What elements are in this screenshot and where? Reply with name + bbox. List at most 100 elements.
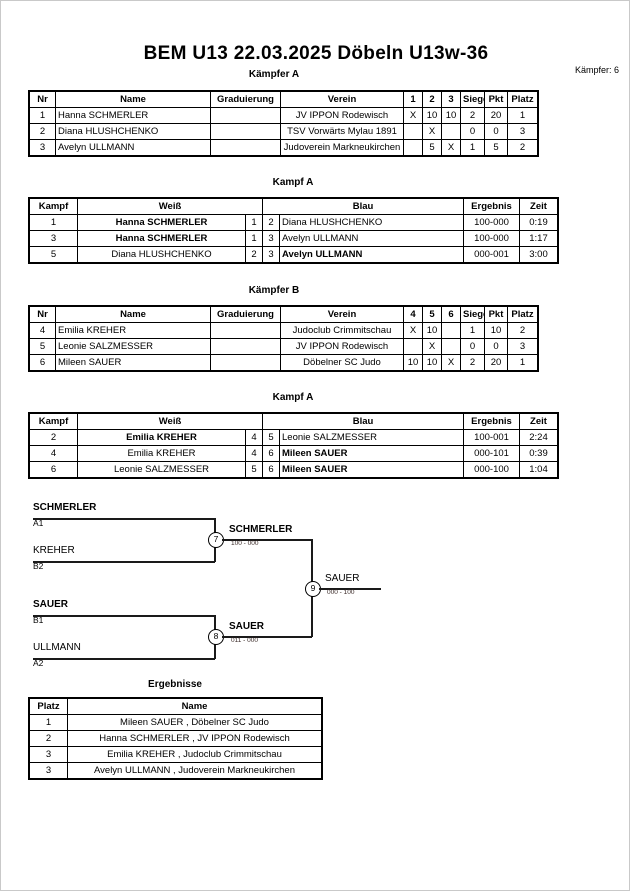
- cell-blau-nr: 6: [262, 445, 280, 462]
- col-m5: 5: [422, 306, 442, 323]
- pool-a-caption: Kämpfer A: [248, 69, 300, 80]
- col-grad: Graduierung: [210, 91, 281, 108]
- pool-b-table: Nr Name Graduierung Verein 4 5 6 Siege P…: [28, 305, 539, 372]
- col-club: Verein: [280, 91, 404, 108]
- matches-b-table: Kampf Weiß Blau Ergebnis Zeit 2 Emilia K…: [28, 412, 559, 479]
- bracket-entry-name: SCHMERLER: [33, 502, 97, 513]
- cell-siege: 1: [460, 322, 485, 339]
- cell-m1: X: [403, 107, 423, 124]
- cell-name: Mileen SAUER: [55, 354, 211, 371]
- table-row: 4 Emilia KREHER 4 6 Mileen SAUER 000-101…: [29, 445, 558, 462]
- cell-club: Judoclub Crimmitschau: [280, 322, 404, 339]
- col-m2: 2: [422, 91, 442, 108]
- table-row: 3 Hanna SCHMERLER 1 3 Avelyn ULLMANN 100…: [29, 230, 558, 247]
- col-name: Name: [67, 698, 322, 715]
- cell-ergebnis: 000-001: [463, 246, 520, 263]
- bracket-entry-name: ULLMANN: [33, 642, 81, 653]
- cell-m1: [403, 139, 423, 156]
- cell-weiss-nr: 2: [245, 246, 263, 263]
- cell-zeit: 3:00: [519, 246, 558, 263]
- col-platz: Platz: [29, 698, 68, 715]
- cell-platz: 3: [507, 338, 538, 355]
- cell-zeit: 2:24: [519, 429, 558, 446]
- col-pkt: Pkt: [484, 306, 508, 323]
- cell-name: Hanna SCHMERLER: [55, 107, 211, 124]
- cell-blau: Mileen SAUER: [279, 445, 464, 462]
- cell-platz: 2: [29, 730, 68, 747]
- bracket-node-9: 9: [305, 581, 321, 597]
- cell-club: JV IPPON Rodewisch: [280, 107, 404, 124]
- bracket-line: [222, 636, 312, 638]
- bracket-line: [33, 561, 215, 563]
- table-header-row: Nr Name Graduierung Verein 4 5 6 Siege P…: [29, 306, 538, 323]
- cell-platz: 3: [507, 123, 538, 140]
- pool-b-caption: Kämpfer B: [248, 285, 300, 296]
- table-row: 6 Mileen SAUER Döbelner SC Judo 10 10 X …: [29, 354, 538, 371]
- bracket-line: [33, 658, 215, 660]
- cell-grad: [210, 354, 281, 371]
- cell-weiss-nr: 4: [245, 445, 263, 462]
- cell-club: JV IPPON Rodewisch: [280, 338, 404, 355]
- cell-weiss: Hanna SCHMERLER: [77, 230, 246, 247]
- cell-ergebnis: 100-000: [463, 214, 520, 231]
- col-ergebnis: Ergebnis: [463, 198, 520, 215]
- cell-m4: 10: [403, 354, 423, 371]
- col-m1: 1: [403, 91, 423, 108]
- cell-zeit: 1:04: [519, 461, 558, 478]
- cell-weiss: Hanna SCHMERLER: [77, 214, 246, 231]
- cell-platz: 1: [29, 714, 68, 731]
- cell-blau: Diana HLUSHCHENKO: [279, 214, 464, 231]
- cell-pkt: 0: [484, 123, 508, 140]
- cell-siege: 2: [460, 354, 485, 371]
- col-m4: 4: [403, 306, 423, 323]
- cell-pkt: 0: [484, 338, 508, 355]
- bracket-entry-seed: A2: [33, 658, 44, 668]
- cell-platz: 2: [507, 322, 538, 339]
- fighter-count-label: Kämpfer: 6: [574, 65, 619, 75]
- table-row: 2 Emilia KREHER 4 5 Leonie SALZMESSER 10…: [29, 429, 558, 446]
- table-row: 5 Diana HLUSHCHENKO 2 3 Avelyn ULLMANN 0…: [29, 246, 558, 263]
- cell-pkt: 5: [484, 139, 508, 156]
- matches-a-caption: Kampf A: [272, 177, 314, 188]
- bracket-line: [319, 588, 381, 590]
- table-row: 2 Hanna SCHMERLER , JV IPPON Rodewisch: [29, 730, 322, 747]
- cell-siege: 0: [460, 123, 485, 140]
- col-name: Name: [55, 91, 211, 108]
- cell-grad: [210, 123, 281, 140]
- cell-blau: Avelyn ULLMANN: [279, 246, 464, 263]
- bracket-semifinal-winner: SAUER: [229, 621, 265, 632]
- col-m6: 6: [441, 306, 461, 323]
- cell-m3: 10: [441, 107, 461, 124]
- col-ergebnis: Ergebnis: [463, 413, 520, 430]
- cell-weiss-nr: 1: [245, 230, 263, 247]
- cell-siege: 2: [460, 107, 485, 124]
- bracket-final-winner: SAUER: [325, 573, 360, 584]
- cell-m4: X: [403, 322, 423, 339]
- cell-nr: 6: [29, 354, 56, 371]
- table-header-row: Nr Name Graduierung Verein 1 2 3 Siege P…: [29, 91, 538, 108]
- cell-blau-nr: 2: [262, 214, 280, 231]
- cell-weiss: Emilia KREHER: [77, 429, 246, 446]
- cell-nr: 2: [29, 123, 56, 140]
- bracket-semifinal-score: 100 - 000: [231, 540, 259, 547]
- table-row: 3 Avelyn ULLMANN , Judoverein Markneukir…: [29, 762, 322, 779]
- cell-m4: [403, 338, 423, 355]
- cell-m1: [403, 123, 423, 140]
- col-blau: Blau: [262, 413, 464, 430]
- col-pkt: Pkt: [484, 91, 508, 108]
- cell-m2: 5: [422, 139, 442, 156]
- cell-club: Döbelner SC Judo: [280, 354, 404, 371]
- cell-platz: 2: [507, 139, 538, 156]
- col-nr: Nr: [29, 91, 56, 108]
- cell-pkt: 10: [484, 322, 508, 339]
- bracket-entry-seed: B2: [33, 561, 44, 571]
- col-grad: Graduierung: [210, 306, 281, 323]
- cell-weiss: Leonie SALZMESSER: [77, 461, 246, 478]
- cell-nr: 3: [29, 139, 56, 156]
- cell-kampf: 2: [29, 429, 78, 446]
- cell-platz: 1: [507, 107, 538, 124]
- table-row: 3 Emilia KREHER , Judoclub Crimmitschau: [29, 746, 322, 763]
- cell-kampf: 5: [29, 246, 78, 263]
- cell-name: Emilia KREHER , Judoclub Crimmitschau: [67, 746, 322, 763]
- cell-m2: 10: [422, 107, 442, 124]
